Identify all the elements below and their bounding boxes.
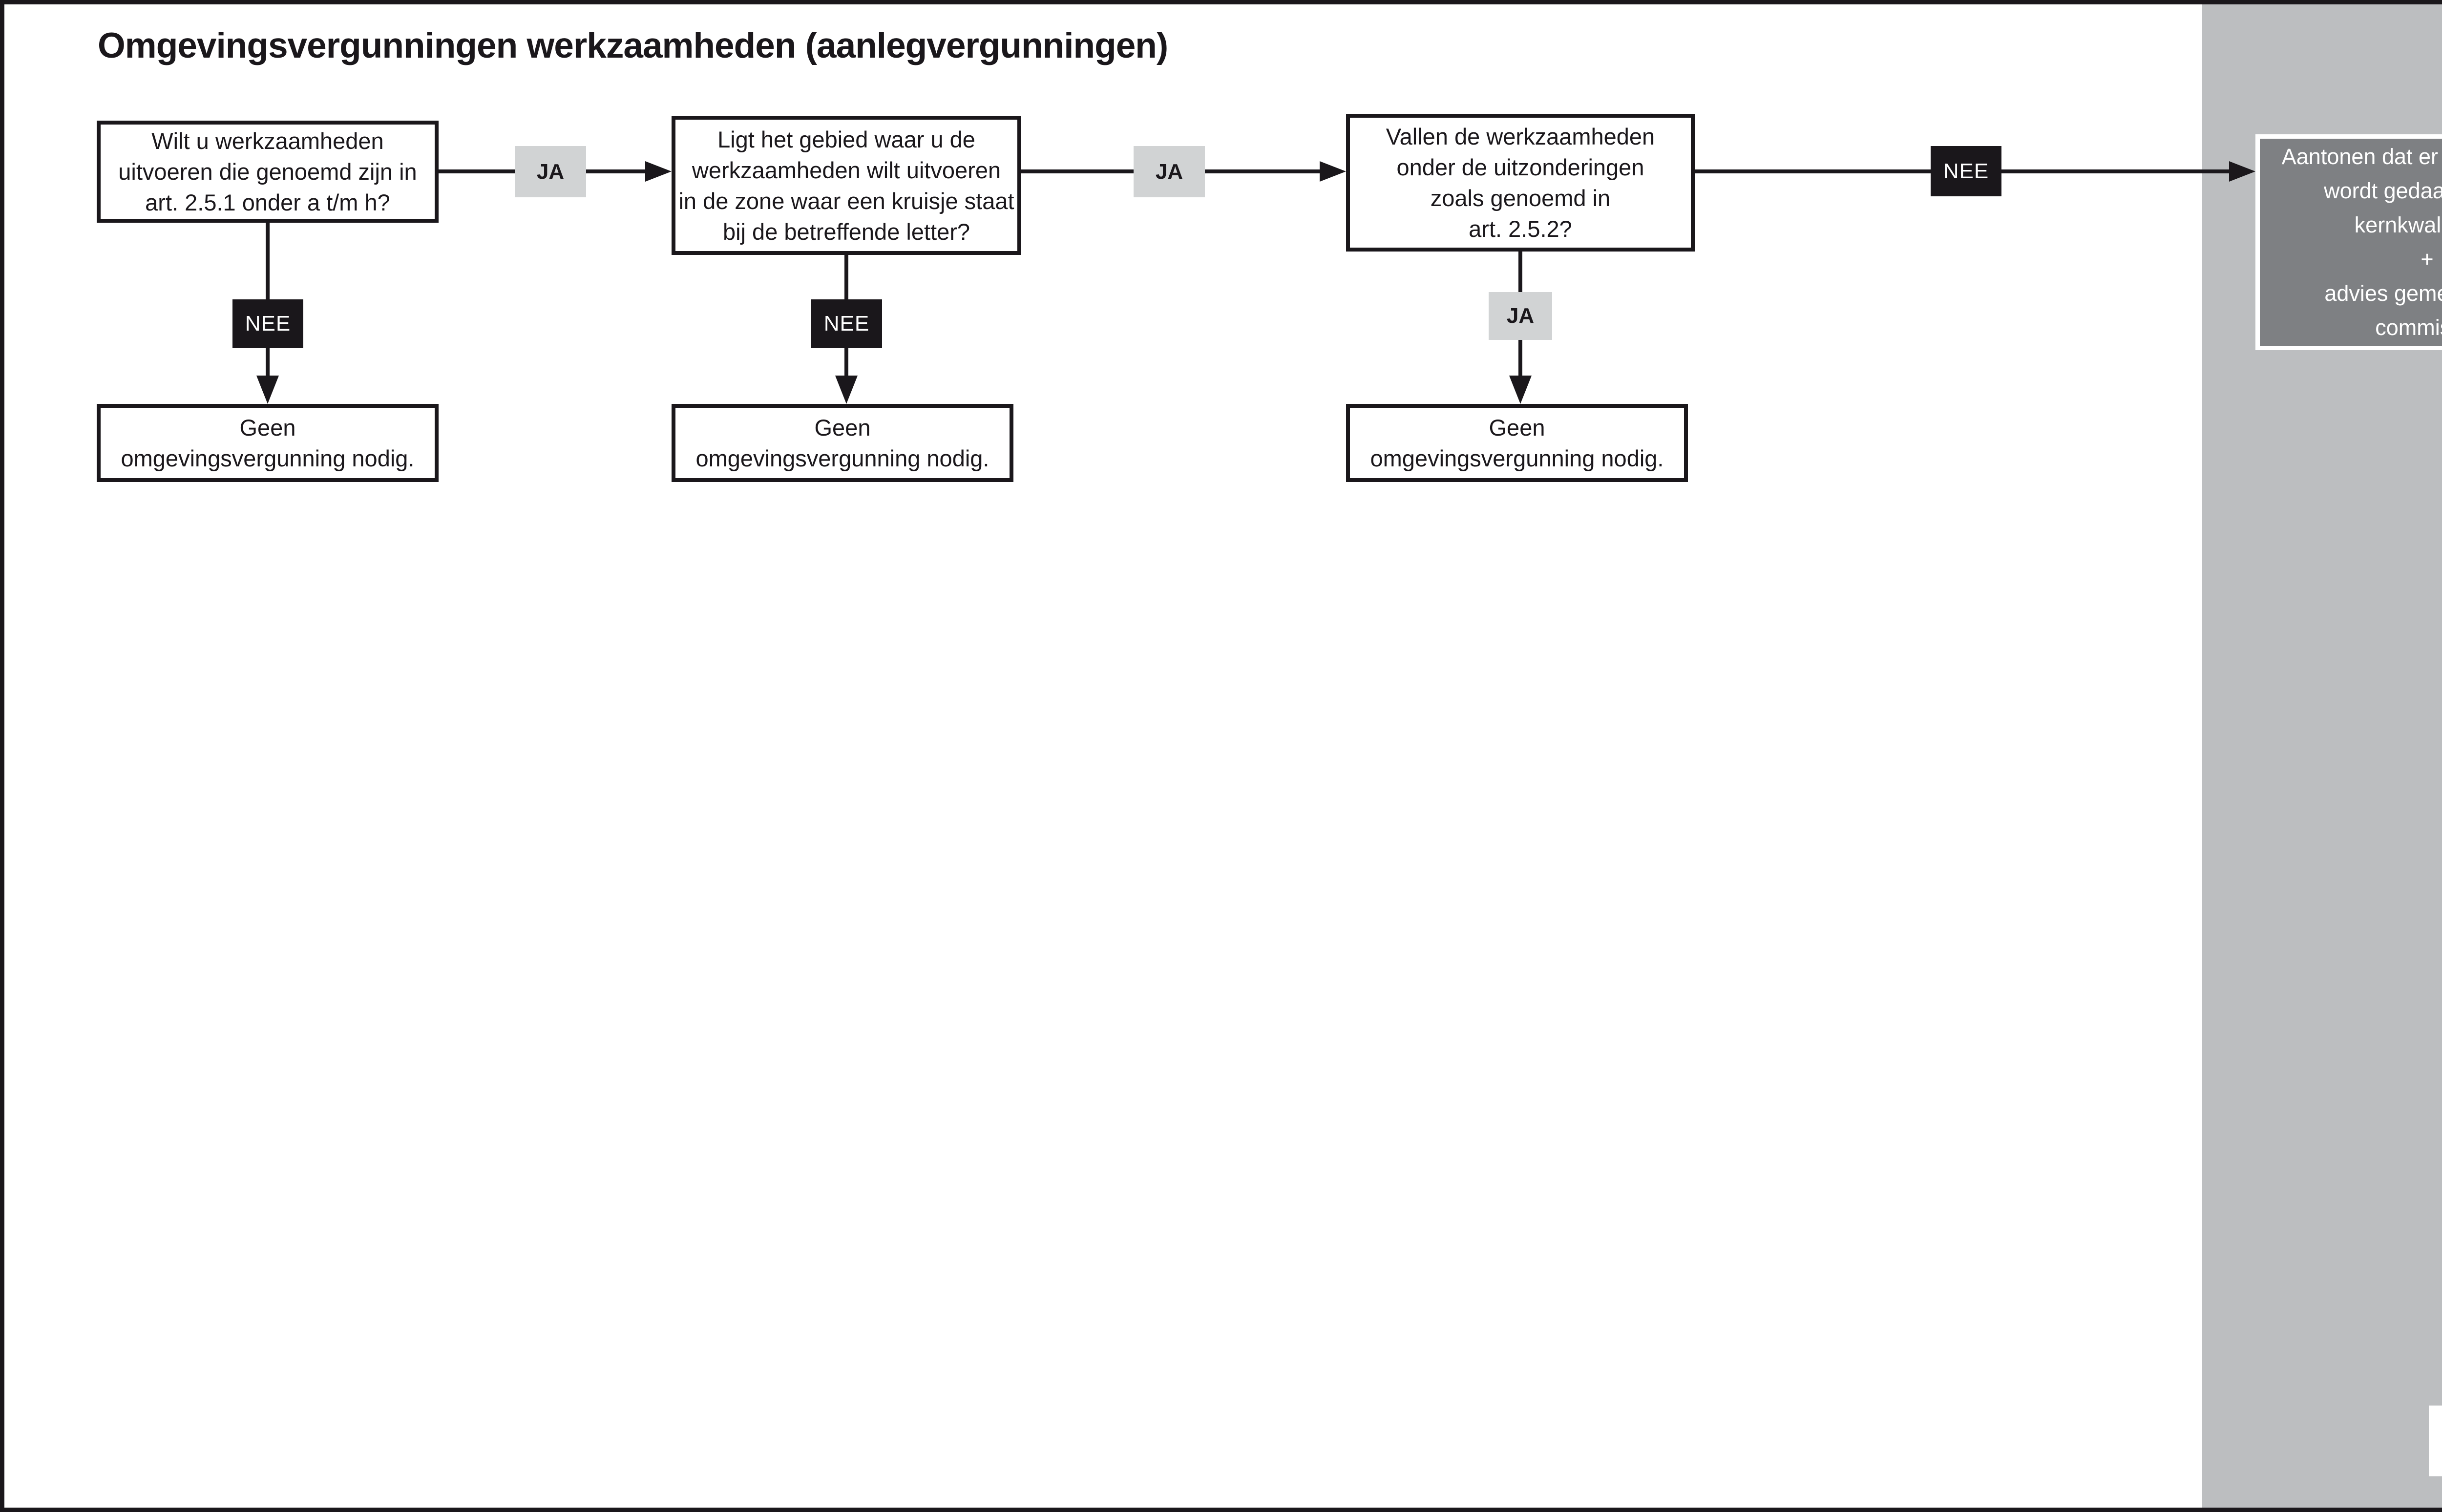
outcome-box-1: Geen omgevingsvergunning nodig.: [97, 404, 439, 482]
edge-label-nee-down-2: NEE: [811, 299, 882, 348]
outcome-box-2: Geen omgevingsvergunning nodig.: [672, 404, 1013, 482]
edge-label-ja-2: JA: [1134, 146, 1205, 197]
edge-label-nee-3: NEE: [1931, 146, 2001, 196]
arrowhead-right-icon: [645, 161, 672, 182]
arrowhead-right-icon: [2229, 161, 2255, 182]
logo: BügelHajema Plek voor ideeën: [2429, 1406, 2442, 1476]
logo-mark-icon: [2440, 1414, 2442, 1469]
action-box: Aantonen dat er geen afbreuk wordt gedaa…: [2255, 134, 2442, 350]
arrowhead-down-icon: [256, 376, 279, 404]
arrowhead-right-icon: [1320, 161, 1346, 182]
decision-box-2: Ligt het gebied waar u de werkzaamheden …: [672, 116, 1021, 255]
edge-label-nee-down-1: NEE: [232, 299, 303, 348]
page-title: Omgevingsvergunningen werkzaamheden (aan…: [98, 26, 1168, 65]
edge-label-ja-down-3: JA: [1489, 292, 1552, 340]
outcome-box-3: Geen omgevingsvergunning nodig.: [1346, 404, 1688, 482]
arrowhead-down-icon: [835, 376, 858, 404]
arrowhead-down-icon: [1509, 376, 1532, 404]
decision-box-1: Wilt u werkzaamheden uitvoeren die genoe…: [97, 121, 439, 223]
edge-label-ja-1: JA: [515, 146, 586, 197]
decision-box-3: Vallen de werkzaamheden onder de uitzond…: [1346, 114, 1695, 252]
